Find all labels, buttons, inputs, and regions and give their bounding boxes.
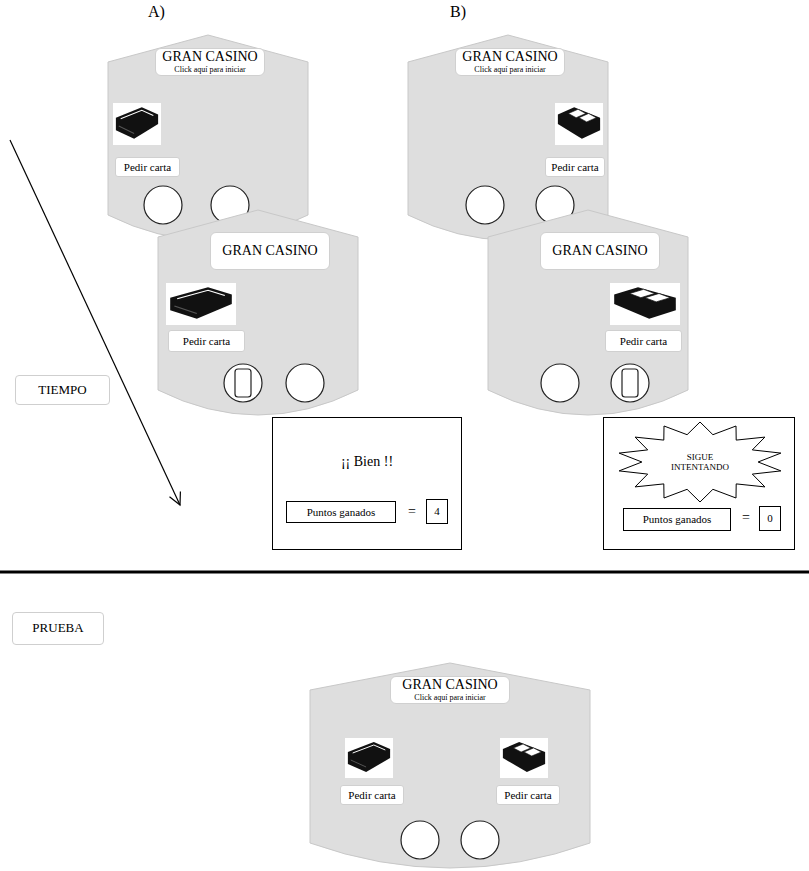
casino-panel [488, 210, 688, 415]
value-box: Puntos ganados [623, 508, 731, 531]
title-box: GRAN CASINO [210, 232, 330, 270]
value-box: Puntos ganados [286, 501, 396, 523]
node-text: 0 [767, 512, 773, 525]
node-text: Click aquí para iniciar [474, 65, 545, 74]
card [235, 369, 251, 397]
node-text: SIGUE INTENTANDO [663, 452, 737, 473]
card-slot [611, 364, 649, 402]
node-text: TIEMPO [38, 383, 86, 398]
starburst-polygon [619, 422, 781, 502]
title-box: GRAN CASINOClick aquí para iniciar [390, 676, 510, 704]
card-shoe [610, 283, 680, 325]
node-text: PRUEBA [32, 621, 83, 636]
button-box: Pedir carta [496, 785, 560, 805]
panel-label: B) [450, 3, 466, 21]
card-shoe [500, 738, 548, 778]
node-text: GRAN CASINO [552, 243, 647, 259]
node-text: Puntos ganados [307, 506, 376, 519]
card-slot [401, 821, 439, 859]
divider-line [0, 571, 809, 574]
starburst-shape: SIGUE INTENTANDO [616, 421, 784, 503]
button-box: Pedir carta [605, 330, 682, 352]
node-text: ¡¡ Bien !! [273, 450, 461, 474]
node-text: Pedir carta [124, 161, 171, 174]
node-text: GRAN CASINO [462, 49, 557, 65]
card-shoe [113, 103, 161, 145]
value-box: 0 [759, 506, 781, 531]
button-box: Pedir carta [340, 785, 404, 805]
button-box: Pedir carta [168, 330, 245, 352]
node-text: Pedir carta [551, 161, 598, 174]
casino-panel [310, 663, 590, 868]
button-box: Pedir carta [115, 157, 180, 177]
time-arrowhead [170, 492, 181, 505]
card-shoe [555, 103, 603, 145]
feedback-box: = SIGUE INTENTANDO Puntos ganados 0 [603, 417, 795, 550]
node-text: Puntos ganados [643, 513, 712, 526]
card-shoe [345, 738, 393, 778]
casino-panel [158, 210, 358, 415]
section-tag: TIEMPO [15, 375, 110, 405]
node-text: Click aquí para iniciar [414, 693, 485, 702]
card-slot [466, 186, 504, 224]
node-text: Pedir carta [620, 335, 667, 348]
node-text: Pedir carta [348, 789, 395, 802]
node-text: GRAN CASINO [222, 243, 317, 259]
node-text: GRAN CASINO [162, 49, 257, 65]
casino-panel [108, 35, 308, 240]
node-text: = [736, 507, 756, 529]
card-slot [286, 364, 324, 402]
node-text: Pedir carta [183, 335, 230, 348]
node-text: GRAN CASINO [402, 677, 497, 693]
casino-panel [408, 35, 608, 240]
node-text: 4 [434, 505, 440, 518]
title-box: GRAN CASINO [540, 232, 660, 270]
card-slot [541, 364, 579, 402]
card-slot [461, 821, 499, 859]
button-box: Pedir carta [545, 157, 605, 177]
card-shoe [166, 283, 236, 325]
panel-label: A) [148, 3, 165, 21]
card [622, 369, 638, 397]
title-box: GRAN CASINOClick aquí para iniciar [455, 48, 565, 76]
title-box: GRAN CASINOClick aquí para iniciar [155, 48, 265, 76]
node-text: Pedir carta [504, 789, 551, 802]
card-slot [144, 186, 182, 224]
section-tag: PRUEBA [12, 612, 104, 645]
node-text: = [401, 501, 423, 523]
feedback-box: ¡¡ Bien !! = Puntos ganados 4 [272, 417, 462, 550]
value-box: 4 [426, 499, 448, 524]
card-slot [224, 364, 262, 402]
node-text: Click aquí para iniciar [174, 65, 245, 74]
